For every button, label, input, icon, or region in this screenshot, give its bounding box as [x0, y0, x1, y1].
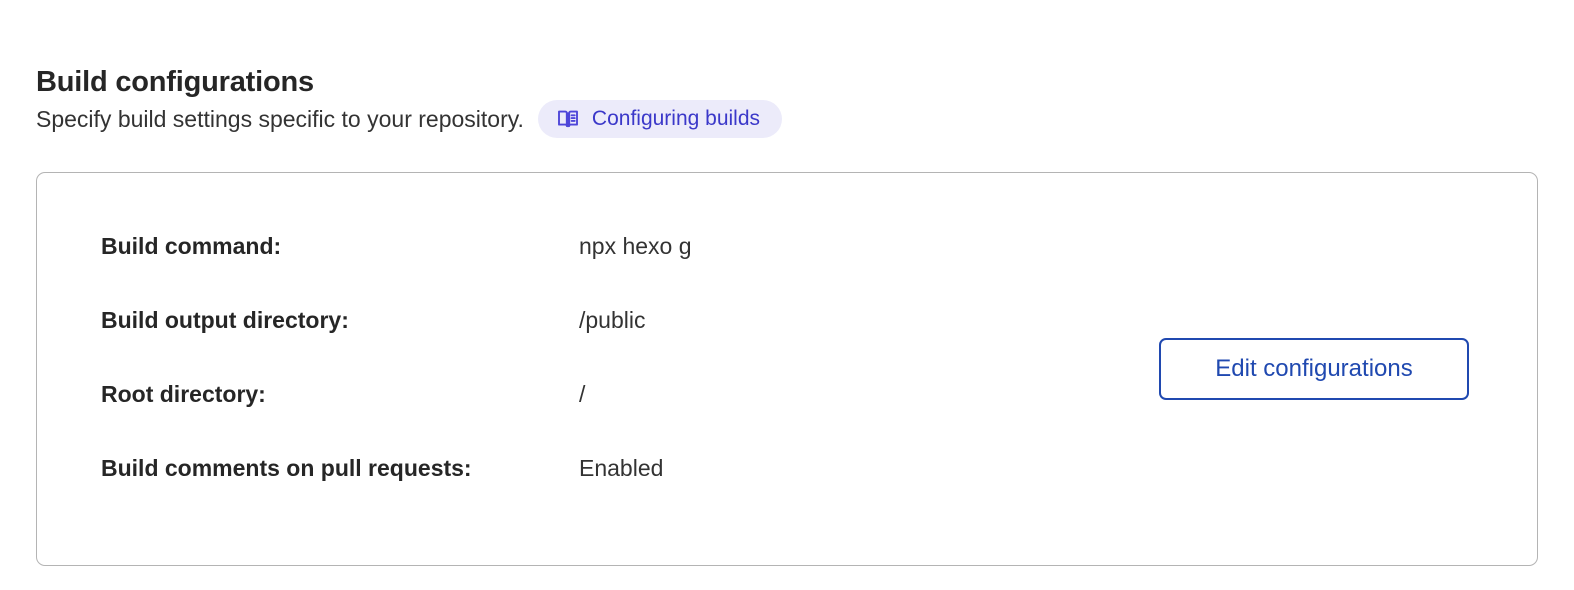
page-title: Build configurations: [36, 66, 314, 99]
setting-label: Build comments on pull requests:: [101, 455, 472, 481]
setting-value: Enabled: [579, 455, 664, 481]
setting-value: /: [579, 381, 586, 407]
setting-value: npx hexo g: [579, 233, 692, 259]
setting-value: /public: [579, 307, 646, 333]
setting-row-build-output-directory: Build output directory: /public: [101, 305, 692, 379]
setting-label: Build command:: [101, 233, 282, 259]
setting-row-build-comments-on-pull-requests: Build comments on pull requests: Enabled: [101, 453, 692, 527]
setting-label: Build output directory:: [101, 307, 349, 333]
setting-label: Root directory:: [101, 381, 266, 407]
edit-configurations-button[interactable]: Edit configurations: [1159, 338, 1469, 400]
section-description: Specify build settings specific to your …: [36, 106, 524, 132]
setting-row-root-directory: Root directory: /: [101, 379, 692, 453]
subtitle-row: Specify build settings specific to your …: [36, 100, 783, 138]
setting-row-build-command: Build command: npx hexo g: [101, 231, 692, 305]
configuring-builds-label: Configuring builds: [591, 107, 761, 130]
build-settings-list: Build command: npx hexo g Build output d…: [101, 231, 692, 527]
configuring-builds-link[interactable]: Configuring builds: [537, 100, 783, 138]
book-icon: [556, 107, 580, 131]
build-configurations-card: Build command: npx hexo g Build output d…: [36, 172, 1538, 566]
